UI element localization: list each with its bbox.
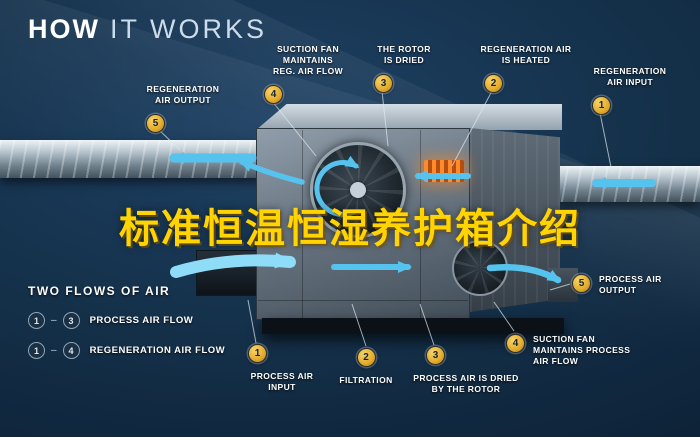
callout-label: THE ROTOR IS DRIED [377,44,431,66]
callout-regeneration-air-input: REGENERATION AIR INPUT 1 [582,66,678,116]
callout-suction-fan-process: 4 SUCTION FAN MAINTAINS PROCESS AIR FLOW [506,334,656,367]
panel-seam [258,300,468,301]
legend-heading: TWO FLOWS OF AIR [28,284,171,298]
legend-number-badge: 1 [28,312,45,329]
legend-process-air-flow: 1 – 3 PROCESS AIR FLOW [28,312,225,329]
callout-suction-fan-reg: SUCTION FAN MAINTAINS REG. AIR FLOW 4 [254,44,362,105]
legend-label: PROCESS AIR FLOW [89,315,194,326]
callout-number-badge: 2 [484,74,503,94]
callout-label: PROCESS AIR OUTPUT [599,274,662,296]
callout-label: SUCTION FAN MAINTAINS REG. AIR FLOW [272,44,344,77]
callout-label: SUCTION FAN MAINTAINS PROCESS AIR FLOW [533,334,631,367]
machine-base [262,318,564,334]
leader-line [599,112,613,173]
machine-top-panel [256,104,562,130]
callout-rotor-is-dried: THE ROTOR IS DRIED 3 [356,44,452,94]
title-strong: HOW [28,14,100,44]
legend-regeneration-air-flow: 1 – 4 REGENERATION AIR FLOW [28,342,225,359]
callout-label: FILTRATION [339,375,393,385]
callout-number-badge: 1 [248,344,267,363]
legend: TWO FLOWS OF AIR 1 – 3 PROCESS AIR FLOW … [28,284,225,372]
legend-number-badge: 1 [28,342,45,359]
panel-seam [302,130,303,318]
panel-seam [420,130,421,318]
callout-filtration: 2 FILTRATION [324,348,408,386]
callout-number-badge: 2 [356,348,376,367]
legend-label: REGENERATION AIR FLOW [89,345,226,356]
callout-process-air-output: 5 PROCESS AIR OUTPUT [572,274,662,296]
callout-label: PROCESS AIR IS DRIED BY THE ROTOR [413,373,519,395]
callout-number-badge: 5 [146,114,165,134]
callout-number-badge: 3 [426,346,445,365]
regeneration-output-duct [0,140,262,178]
callout-number-badge: 4 [264,85,283,105]
callout-label: PROCESS AIR INPUT [250,371,314,393]
regeneration-heater-icon [424,160,464,182]
callout-number-badge: 5 [572,274,591,293]
callout-process-air-input: 1 PROCESS AIR INPUT [234,344,330,393]
callout-label: REGENERATION AIR OUTPUT [146,84,220,106]
callout-number-badge: 1 [592,96,611,116]
callout-label: REGENERATION AIR INPUT [593,66,667,88]
leader-line [247,299,257,344]
page-title: HOW IT WORKS [28,14,267,45]
legend-number-badge: 3 [62,312,80,329]
callout-number-badge: 3 [374,74,393,94]
legend-range-dash: – [51,315,57,326]
callout-regeneration-air-heated: REGENERATION AIR IS HEATED 2 [470,44,582,94]
callout-label: REGENERATION AIR IS HEATED [480,44,572,66]
callout-regeneration-air-output: REGENERATION AIR OUTPUT 5 [130,84,236,134]
title-light: IT WORKS [109,14,267,44]
callout-process-air-dried: 3 PROCESS AIR IS DRIED BY THE ROTOR [404,346,528,395]
overlay-title-chinese: 标准恒温恒湿养护箱介绍 [119,207,581,251]
callout-number-badge: 4 [506,334,525,353]
legend-number-badge: 4 [62,342,80,359]
legend-range-dash: – [51,345,57,356]
